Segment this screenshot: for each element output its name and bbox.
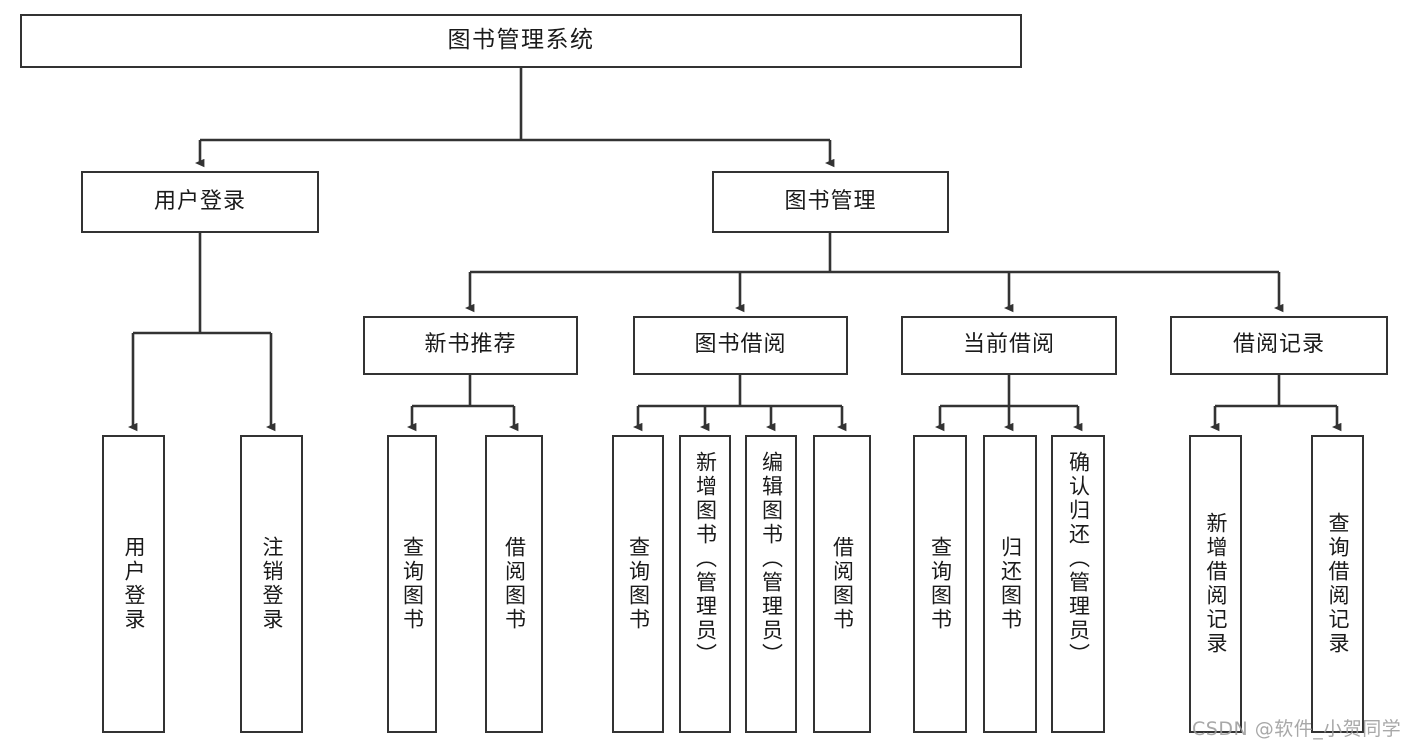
node-user-login[interactable]: 用户登录: [81, 171, 319, 233]
node-leaf-borrow-add-book[interactable]: 新增图书（管理员）: [679, 435, 731, 733]
node-leaf-rec-add-record[interactable]: 新增借阅记录: [1189, 435, 1242, 733]
node-leaf-cur-confirm-return-label: 确认归还（管理员）: [1066, 451, 1091, 667]
node-leaf-user-login[interactable]: 用户登录: [102, 435, 165, 733]
node-leaf-borrow-add-book-label: 新增图书（管理员）: [693, 451, 718, 667]
csdn-watermark: CSDN @软件_小贺同学: [1192, 718, 1402, 740]
node-book-borrow[interactable]: 图书借阅: [633, 316, 848, 375]
node-new-book-recommend-label: 新书推荐: [424, 332, 517, 358]
node-leaf-borrow-borrow-book[interactable]: 借阅图书: [813, 435, 871, 733]
node-leaf-borrow-query-book[interactable]: 查询图书: [612, 435, 664, 733]
node-current-borrow-label: 当前借阅: [962, 332, 1055, 358]
node-leaf-user-login-label: 用户登录: [122, 536, 146, 632]
node-leaf-borrow-borrow-book-label: 借阅图书: [830, 536, 855, 632]
node-book-borrow-label: 图书借阅: [694, 332, 787, 358]
node-leaf-cur-return-book-label: 归还图书: [998, 536, 1023, 632]
node-new-book-recommend[interactable]: 新书推荐: [363, 316, 578, 375]
node-leaf-cur-query-book[interactable]: 查询图书: [913, 435, 967, 733]
node-leaf-cur-confirm-return[interactable]: 确认归还（管理员）: [1051, 435, 1105, 733]
node-leaf-user-logout-label: 注销登录: [260, 536, 284, 632]
node-leaf-rec-query-book-label: 查询图书: [400, 536, 425, 632]
node-borrow-record[interactable]: 借阅记录: [1170, 316, 1388, 375]
node-borrow-record-label: 借阅记录: [1232, 332, 1325, 358]
node-leaf-rec-query-book[interactable]: 查询图书: [387, 435, 437, 733]
node-leaf-rec-add-record-label: 新增借阅记录: [1204, 512, 1228, 656]
node-leaf-borrow-edit-book[interactable]: 编辑图书（管理员）: [745, 435, 797, 733]
node-leaf-rec-borrow-book[interactable]: 借阅图书: [485, 435, 543, 733]
node-root[interactable]: 图书管理系统: [20, 14, 1022, 68]
node-user-login-label: 用户登录: [153, 188, 246, 214]
node-leaf-cur-return-book[interactable]: 归还图书: [983, 435, 1037, 733]
node-leaf-rec-borrow-book-label: 借阅图书: [502, 536, 527, 632]
node-leaf-rec-query-record[interactable]: 查询借阅记录: [1311, 435, 1364, 733]
node-leaf-borrow-query-book-label: 查询图书: [626, 536, 651, 632]
node-leaf-user-logout[interactable]: 注销登录: [240, 435, 303, 733]
node-root-label: 图书管理系统: [447, 27, 595, 54]
node-leaf-cur-query-book-label: 查询图书: [928, 536, 953, 632]
node-book-manage-label: 图书管理: [784, 188, 877, 214]
node-leaf-rec-query-record-label: 查询借阅记录: [1326, 512, 1350, 656]
node-book-manage[interactable]: 图书管理: [712, 171, 949, 233]
node-leaf-borrow-edit-book-label: 编辑图书（管理员）: [759, 451, 784, 667]
node-current-borrow[interactable]: 当前借阅: [901, 316, 1117, 375]
